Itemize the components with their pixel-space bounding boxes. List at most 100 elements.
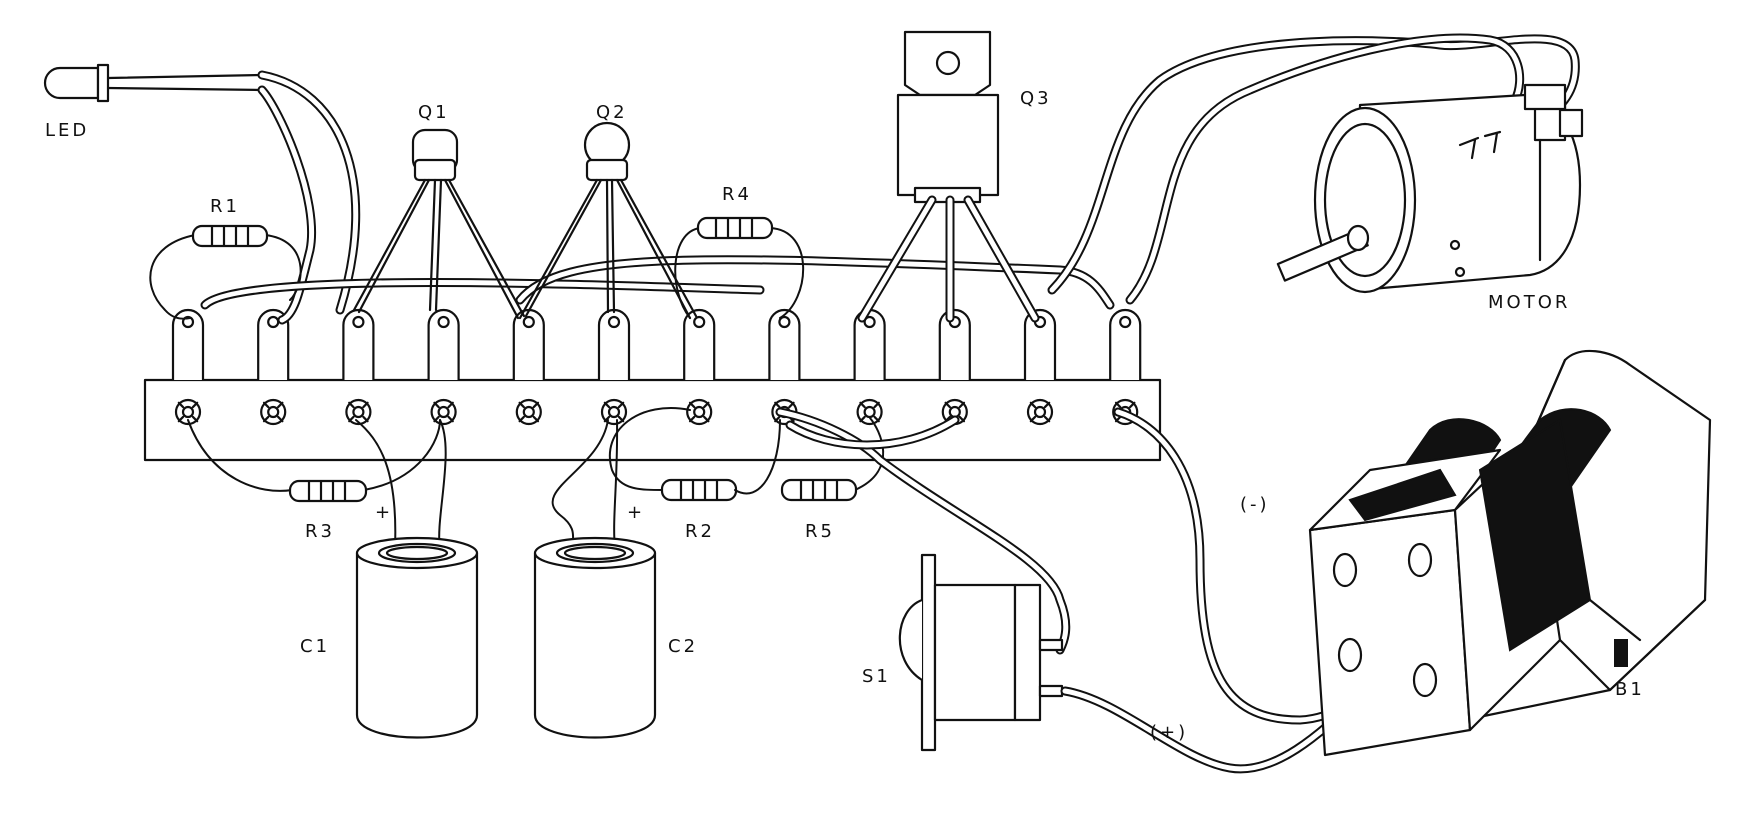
q3-label: Q3	[1020, 88, 1052, 109]
q1-label: Q1	[418, 102, 450, 123]
eyelet-tab	[518, 415, 525, 423]
eyelet-tab	[859, 415, 866, 423]
capacitor-c2	[533, 536, 657, 739]
eyelet-tab	[703, 401, 710, 409]
lug-hole	[863, 315, 876, 329]
eyelet-tab	[1043, 415, 1051, 423]
led-label: LED	[45, 120, 89, 141]
terminal-lug	[597, 308, 631, 380]
motor-label: MOTOR	[1488, 292, 1570, 313]
eyelet-tab	[859, 401, 866, 409]
transistor-q3	[857, 30, 1040, 323]
eyelet-tab	[348, 415, 355, 423]
lug-hole	[522, 315, 535, 329]
eyelet-tab	[688, 415, 696, 423]
eyelet-tab	[262, 415, 270, 423]
eyelet-tab	[447, 415, 454, 423]
eyelet-hole	[181, 405, 195, 419]
eyelet-tab	[788, 401, 795, 409]
eyelet-tab	[774, 401, 781, 409]
eyelet-tab	[177, 415, 185, 423]
battery-pos-label: (+)	[1150, 722, 1188, 743]
c1-label: C1	[300, 636, 330, 657]
eyelet-tab	[532, 401, 540, 409]
lug-hole	[778, 315, 791, 329]
terminal-lug	[171, 308, 205, 380]
eyelet-tab	[362, 415, 369, 423]
eyelet-tab	[433, 415, 440, 423]
eyelet-tab	[603, 415, 611, 423]
eyelet-hole	[267, 405, 280, 419]
battery-neg-label: (-)	[1240, 494, 1270, 515]
eyelet-tab	[447, 401, 454, 409]
eyelet-tab	[362, 401, 369, 409]
eyelet-tab	[277, 415, 284, 423]
lug-hole	[181, 315, 195, 329]
s1-label: S1	[862, 666, 891, 687]
terminal-lug	[427, 308, 460, 380]
eyelet-tab	[433, 401, 440, 409]
r2-label: R2	[685, 521, 715, 542]
battery-holder-b1	[1308, 349, 1712, 757]
eyelet-tab	[177, 401, 185, 409]
capacitor-c1	[355, 536, 479, 739]
terminal-lug	[342, 308, 375, 380]
eyelet-hole	[693, 405, 706, 419]
eyelet-tab	[191, 401, 199, 409]
terminal-lug	[512, 308, 545, 380]
eyelet-tab	[617, 415, 625, 423]
transistor-q2	[518, 121, 698, 320]
q2-label: Q2	[596, 102, 628, 123]
terminal-lug	[768, 308, 801, 380]
eyelet-tab	[617, 401, 625, 409]
eyelet-tab	[873, 415, 880, 423]
eyelet-tab	[262, 401, 270, 409]
lug-hole	[693, 315, 706, 329]
eyelet-tab	[1043, 401, 1051, 409]
eyelet-tab	[277, 401, 284, 409]
eyelet-tab	[191, 415, 199, 423]
lug-hole	[352, 315, 365, 329]
eyelet-tab	[944, 401, 951, 409]
lug-hole	[1119, 315, 1132, 329]
eyelet-tab	[873, 401, 880, 409]
eyelet-tab	[688, 401, 696, 409]
r5-label: R5	[805, 521, 835, 542]
eyelet-hole	[607, 405, 621, 419]
terminal-lug	[1023, 308, 1057, 380]
eyelet-hole	[352, 405, 365, 419]
eyelet-hole	[863, 405, 876, 419]
eyelet-tab	[603, 401, 611, 409]
eyelet-hole	[437, 405, 450, 419]
eyelet-tab	[518, 401, 525, 409]
eyelet-tab	[1129, 401, 1136, 409]
resistor-r1	[149, 224, 302, 320]
r1-label: R1	[210, 196, 240, 217]
lug-hole	[437, 315, 450, 329]
transistor-q1	[352, 128, 526, 320]
terminal-lugs	[171, 308, 1142, 380]
terminal-lug	[1109, 308, 1142, 380]
resistor-r3	[187, 419, 441, 503]
eyelet-tab	[774, 415, 781, 423]
b1-label: B1	[1615, 679, 1645, 700]
resistor-r4	[674, 216, 805, 319]
motor	[1276, 83, 1584, 294]
terminal-lug	[683, 308, 716, 380]
eyelet-tab	[532, 415, 540, 423]
terminal-eyelets	[174, 398, 1139, 426]
terminal-strip	[143, 308, 1162, 462]
eyelet-tab	[703, 415, 710, 423]
r3-label: R3	[305, 521, 335, 542]
c2-plus-label: +	[627, 502, 645, 523]
terminal-lug	[938, 308, 971, 380]
eyelet-tab	[1029, 415, 1037, 423]
eyelet-tab	[1114, 415, 1122, 423]
lug-hole	[607, 315, 621, 329]
resistor-r2	[609, 407, 738, 502]
eyelet-tab	[1029, 401, 1037, 409]
switch-s1	[898, 553, 1064, 752]
c1-plus-label: +	[375, 502, 393, 523]
eyelet-tab	[348, 401, 355, 409]
